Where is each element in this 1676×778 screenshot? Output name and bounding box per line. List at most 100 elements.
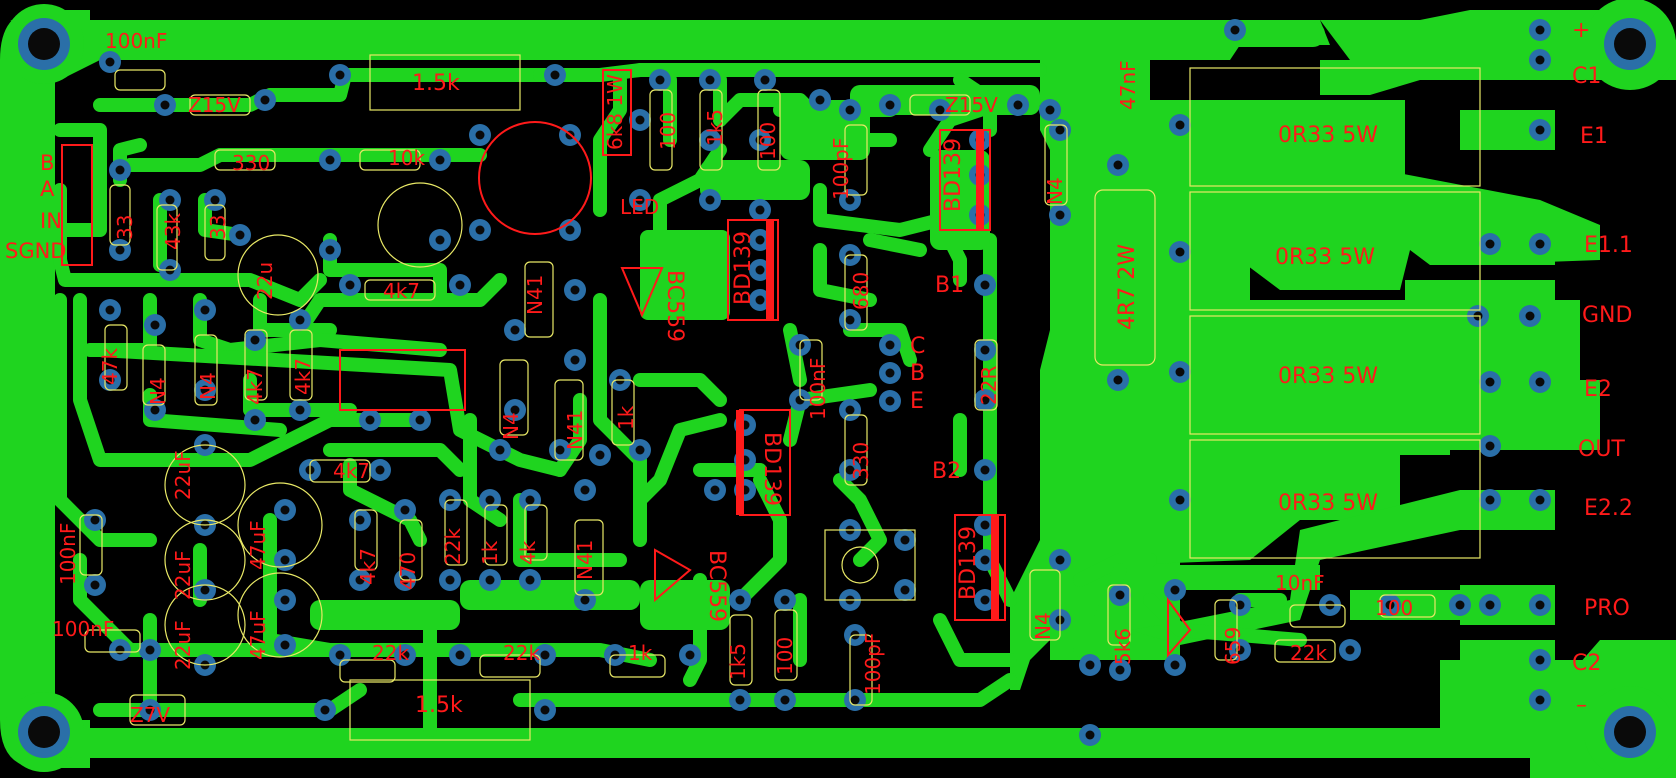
r-22k-a-label: 22k <box>372 641 409 665</box>
led-label: LED <box>620 195 659 219</box>
c-47uf-b-label: 47uF <box>246 610 270 660</box>
n4-d-label: N4 <box>1043 177 1067 205</box>
r-680-label: 680 <box>849 272 873 310</box>
terminal-minus-label: – <box>1576 693 1587 718</box>
terminal-c2-label: C2 <box>1572 651 1601 676</box>
r-43k-label: 43k <box>161 213 185 250</box>
r-1k5-a-label: 1k5 <box>703 109 727 146</box>
z-7v-label: Z7V <box>130 703 170 727</box>
r-10k-label: 10k <box>388 146 425 170</box>
cap-22u-outline <box>237 234 319 316</box>
re2-label: 0R33 5W <box>1275 245 1375 270</box>
r-100-d-label: 100 <box>1375 596 1413 620</box>
terminal-out-label: OUT <box>1578 437 1625 462</box>
c-22uf-a-label: 22uF <box>171 450 195 500</box>
r-33-a-label: 33 <box>113 215 137 240</box>
r-47k-label: 47k <box>98 348 122 385</box>
silkscreen <box>61 54 1481 741</box>
q-bd139-d-outline <box>954 514 1006 621</box>
r-4k7-b-label: 4k7 <box>243 368 267 405</box>
r-4k7-e-label: 4k7 <box>333 459 370 483</box>
c-470-label: 470 <box>396 552 420 590</box>
resistor-1k5-top-outline <box>369 54 521 111</box>
labels: + C1 E1 E1.1 GND E2 OUT E2.2 PRO C2 – B … <box>5 18 1633 727</box>
cap-22uf-b-outline <box>164 519 246 601</box>
z15v-left-label: Z15V <box>188 93 241 117</box>
c-100nf-left-label: 100nF <box>56 523 80 585</box>
r-22r-label: 22R <box>977 366 1001 405</box>
r-1k-d-label: 1k <box>628 641 653 665</box>
q-bc559-a-symbol <box>620 267 664 318</box>
terminal-b-label: B <box>40 151 54 175</box>
terminal-e11-label: E1.1 <box>1584 233 1633 258</box>
terminal-pro-label: PRO <box>1584 596 1630 621</box>
c-100nf-top-label: 100nF <box>105 29 167 53</box>
terminal-c1-label: C1 <box>1572 64 1601 89</box>
q-bd139-a-label: BD139 <box>731 231 756 305</box>
power-resistor-3-outline <box>1189 315 1481 435</box>
n41-bottom-label: N41 <box>573 540 597 580</box>
q-bd139-c-outline <box>939 129 991 231</box>
r-1k5-top-label: 1.5k <box>412 71 460 96</box>
resistor-1k5-bottom-outline <box>349 679 531 741</box>
terminal-plus-label: + <box>1572 18 1590 43</box>
resistor-6k8-outline <box>602 69 632 156</box>
cap-47uf-a-outline <box>237 482 323 568</box>
cap-47uf-top-outline <box>377 182 463 268</box>
r-4k7-a-label: 4k7 <box>383 279 420 303</box>
left-connector-outline <box>61 144 93 266</box>
r-100-c-label: 100 <box>773 637 797 675</box>
n4-bottom-label: N4 <box>1031 612 1055 640</box>
q-659-label: 659 <box>1221 627 1245 665</box>
power-resistor-1-outline <box>1189 67 1481 187</box>
terminal-e22-label: E2.2 <box>1584 496 1633 521</box>
q-bd139-d-label: BD139 <box>956 526 981 600</box>
r-22k-vert-label: 22k <box>441 528 465 565</box>
cap-47uf-b-outline <box>237 572 323 658</box>
resistor-4r7-outline <box>1094 189 1156 366</box>
c-47nf-label: 47nF <box>1116 60 1140 110</box>
c-100pf-b-label: 100pF <box>861 633 885 695</box>
led-outline <box>478 121 592 235</box>
terminal-e1-label: E1 <box>1580 124 1608 149</box>
r-5k6-label: 5k6 <box>1111 628 1135 665</box>
label-b: B <box>910 361 925 386</box>
c-22u-label: 22u <box>253 262 277 300</box>
r-4k7-c-label: 4k7 <box>291 358 315 395</box>
r-100-b-label: 100 <box>756 122 780 160</box>
r-6k8-label: 6k8 1W <box>603 74 627 150</box>
r-22k-c-label: 22k <box>1290 641 1327 665</box>
r-330b-label: 330 <box>849 442 873 480</box>
q-bc559-b-label: BC559 <box>704 550 729 622</box>
r-1k-label: 1k <box>614 405 638 430</box>
re4-label: 0R33 5W <box>1278 491 1378 516</box>
terminal-in-label: IN <box>40 209 62 233</box>
q-659-symbol <box>1167 596 1192 658</box>
label-c: C <box>910 334 925 359</box>
r-22k-b-label: 22k <box>503 641 540 665</box>
r-33-b-label: 33 <box>206 215 230 240</box>
re1-label: 0R33 5W <box>1278 123 1378 148</box>
c-10nf-label: 10nF <box>1275 571 1325 595</box>
q-bd139-b-label: BD139 <box>759 432 784 506</box>
terminal-a-label: A <box>40 177 55 201</box>
n41b-label: N41 <box>563 410 587 450</box>
re3-label: 0R33 5W <box>1278 364 1378 389</box>
r-4r7-label: 4R7 2W <box>1115 244 1140 330</box>
trimmer-outline <box>824 529 916 601</box>
z15v-right-label: Z15V <box>945 93 998 117</box>
power-resistor-2-outline <box>1189 191 1481 311</box>
cap-22uf-c-outline <box>164 584 246 666</box>
r-4k7-d-label: 4k7 <box>356 548 380 585</box>
terminal-gnd-label: GND <box>1582 303 1632 328</box>
cap-22uf-a-outline <box>164 444 246 526</box>
c-22uf-b-label: 22uF <box>171 550 195 600</box>
r-1k5-b-label: 1k5 <box>726 643 750 680</box>
r-100-a-label: 100 <box>656 112 680 150</box>
label-b2: B2 <box>932 459 961 484</box>
r-1k-b-label: 1k <box>478 540 502 565</box>
ic-outline <box>339 349 466 411</box>
q-bc559-a-label: BC559 <box>662 270 687 342</box>
power-resistor-4-outline <box>1189 439 1481 559</box>
